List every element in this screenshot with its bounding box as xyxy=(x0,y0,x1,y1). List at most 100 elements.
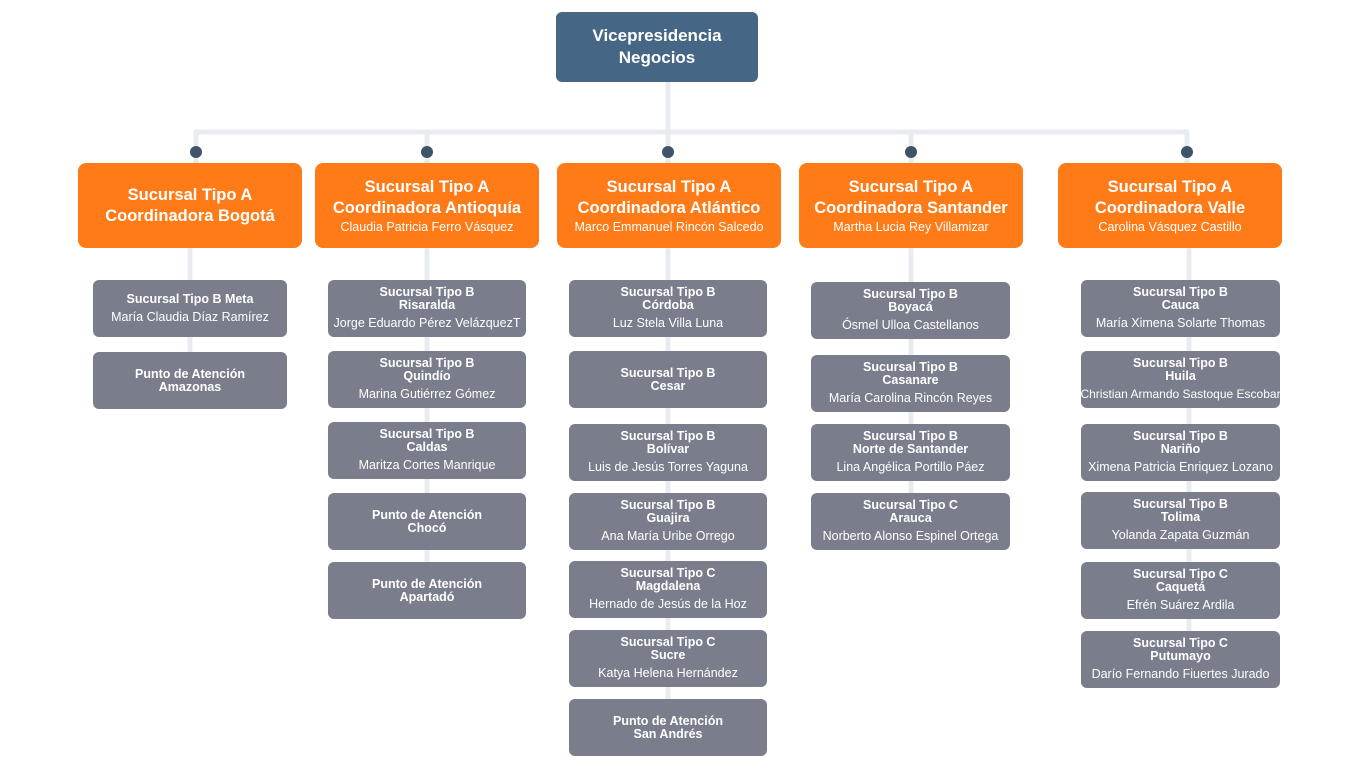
node-person: Marco Emmanuel Rincón Salcedo xyxy=(574,219,764,234)
node-title-line1: Sucursal Tipo B xyxy=(1133,497,1228,511)
node-title-line1: Sucursal Tipo B xyxy=(863,429,958,443)
node-coordinadora-valle: Sucursal Tipo A Coordinadora Valle Carol… xyxy=(1058,163,1282,248)
node-title-line2: Coordinadora Santander xyxy=(814,198,1008,217)
node-person: Christian Armando Sastoque Escobar xyxy=(1080,387,1281,401)
node-coordinadora-antioquia: Sucursal Tipo A Coordinadora Antioquía C… xyxy=(315,163,539,248)
node-branch: Sucursal Tipo B Tolima Yolanda Zapata Gu… xyxy=(1081,492,1280,549)
node-title-line1: Vicepresidencia xyxy=(592,26,722,45)
node-title-line2: Norte de Santander xyxy=(852,442,969,456)
node-branch: Sucursal Tipo B Quindío Marina Gutiérrez… xyxy=(328,351,526,408)
node-title-line2: Putumayo xyxy=(1150,649,1211,663)
node-person: Yolanda Zapata Guzmán xyxy=(1111,528,1250,542)
node-person: Efrén Suárez Ardila xyxy=(1126,598,1235,612)
node-title-line1: Sucursal Tipo A xyxy=(364,177,490,196)
node-branch: Sucursal Tipo B Casanare María Carolina … xyxy=(811,355,1010,412)
node-person: Martha Lucia Rey Villamizar xyxy=(833,219,989,234)
node-person: María Ximena Solarte Thomas xyxy=(1095,316,1266,330)
node-title-line2: Arauca xyxy=(889,511,932,525)
node-coordinadora-santander: Sucursal Tipo A Coordinadora Santander M… xyxy=(799,163,1023,248)
node-title-line2: Apartadó xyxy=(399,589,455,604)
node-title-line1: Sucursal Tipo B xyxy=(1133,356,1228,370)
node-title-line2: Huila xyxy=(1165,369,1196,383)
node-title-line1: Sucursal Tipo B xyxy=(379,427,475,441)
node-title-line1: Sucursal Tipo B xyxy=(1133,429,1228,443)
node-title-line2: San Andrés xyxy=(633,726,703,741)
node-title-line2: Negocios xyxy=(618,48,696,67)
node-title-line1: Sucursal Tipo C xyxy=(620,635,716,649)
node-title-line1: Sucursal Tipo A xyxy=(606,177,732,196)
node-person: María Carolina Rincón Reyes xyxy=(828,391,993,405)
node-branch: Sucursal Tipo B Caldas Maritza Cortes Ma… xyxy=(328,422,526,479)
node-title-line1: Sucursal Tipo B xyxy=(379,285,475,299)
node-title-line1: Sucursal Tipo B xyxy=(379,356,475,370)
node-title-line2: Risaralda xyxy=(398,298,456,312)
node-person: Luz Stela Villa Luna xyxy=(612,316,724,330)
node-person: Lina Angélica Portillo Páez xyxy=(836,460,985,474)
node-title-line2: Boyacá xyxy=(888,300,933,314)
node-title-line1: Sucursal Tipo B xyxy=(620,429,716,443)
node-title-line1: Sucursal Tipo A xyxy=(1107,177,1233,196)
node-branch: Sucursal Tipo B Nariño Ximena Patricia E… xyxy=(1081,424,1280,481)
node-title-line1: Sucursal Tipo C xyxy=(1133,636,1228,650)
node-branch: Sucursal Tipo B Risaralda Jorge Eduardo … xyxy=(328,280,526,337)
node-title-line2: Chocó xyxy=(407,520,447,535)
node-title-line2: Amazonas xyxy=(158,379,222,394)
node-title-line2: Coordinadora Bogotá xyxy=(105,206,275,225)
node-title-line2: Casanare xyxy=(882,373,939,387)
node-person: Maritza Cortes Manrique xyxy=(358,458,496,472)
node-person: Ana María Uribe Orrego xyxy=(601,529,735,543)
node-title-line2: Magdalena xyxy=(635,579,701,593)
node-person: Ósmel Ulloa Castellanos xyxy=(842,318,979,332)
node-title-line1: Sucursal Tipo B xyxy=(620,365,716,380)
node-branch: Sucursal Tipo B Boyacá Ósmel Ulloa Caste… xyxy=(811,282,1010,339)
node-person: Marina Gutiérrez Gómez xyxy=(358,387,496,401)
node-branch: Sucursal Tipo C Caquetá Efrén Suárez Ard… xyxy=(1081,562,1280,619)
node-branch: Sucursal Tipo B Norte de Santander Lina … xyxy=(811,424,1010,481)
node-title-line2: Guajira xyxy=(646,511,690,525)
node-title-line2: Coordinadora Antioquía xyxy=(332,198,522,217)
node-title-line1: Sucursal Tipo A xyxy=(848,177,974,196)
node-branch: Sucursal Tipo B Meta María Claudia Díaz … xyxy=(93,280,287,337)
node-branch: Sucursal Tipo C Arauca Norberto Alonso E… xyxy=(811,493,1010,550)
node-person: Ximena Patricia Enriquez Lozano xyxy=(1088,460,1273,474)
node-person: María Claudia Díaz Ramírez xyxy=(111,309,269,324)
connector-dot xyxy=(190,146,202,158)
node-person: Darío Fernando Fiuertes Jurado xyxy=(1091,667,1270,681)
node-title-line2: Tolima xyxy=(1160,510,1201,524)
node-coordinadora-bogota: Sucursal Tipo A Coordinadora Bogotá xyxy=(78,163,302,248)
node-title-line1: Sucursal Tipo C xyxy=(620,566,716,580)
node-branch: Sucursal Tipo C Magdalena Hernado de Jes… xyxy=(569,561,767,618)
node-title-line2: Nariño xyxy=(1160,442,1201,456)
node-branch: Sucursal Tipo B Bolívar Luis de Jesús To… xyxy=(569,424,767,481)
node-title-line2: Córdoba xyxy=(642,298,694,312)
node-person: Carolina Vásquez Castillo xyxy=(1098,219,1242,234)
node-title-line1: Punto de Atención xyxy=(372,507,482,522)
node-title-line1: Sucursal Tipo B xyxy=(863,360,958,374)
node-title-line1: Sucursal Tipo B xyxy=(620,498,716,512)
node-branch: Sucursal Tipo B Cauca María Ximena Solar… xyxy=(1081,280,1280,337)
node-title-line2: Cauca xyxy=(1161,298,1200,312)
node-branch: Sucursal Tipo B Cesar xyxy=(569,351,767,408)
node-title-line1: Sucursal Tipo C xyxy=(863,498,958,512)
node-branch: Sucursal Tipo C Putumayo Darío Fernando … xyxy=(1081,631,1280,688)
node-title-line1: Punto de Atención xyxy=(135,366,245,381)
node-title-line1: Sucursal Tipo B xyxy=(1133,285,1228,299)
node-person: Norberto Alonso Espinel Ortega xyxy=(822,529,999,543)
node-title-line1: Sucursal Tipo C xyxy=(1133,567,1228,581)
node-person: Hernado de Jesús de la Hoz xyxy=(589,597,747,611)
node-title-line2: Caldas xyxy=(406,440,448,454)
node-title-line2: Caquetá xyxy=(1155,580,1206,594)
node-branch: Sucursal Tipo B Córdoba Luz Stela Villa … xyxy=(569,280,767,337)
node-branch: Sucursal Tipo B Huila Christian Armando … xyxy=(1080,351,1281,408)
connector-dot xyxy=(1181,146,1193,158)
node-coordinadora-atlantico: Sucursal Tipo A Coordinadora Atlántico M… xyxy=(557,163,781,248)
node-branch: Sucursal Tipo C Sucre Katya Helena Herná… xyxy=(569,630,767,687)
node-branch: Punto de Atención Chocó xyxy=(328,493,526,550)
node-title-line2: Bolívar xyxy=(646,442,690,456)
node-title-line2: Cesar xyxy=(650,378,686,393)
node-title-line1: Sucursal Tipo B xyxy=(863,287,958,301)
node-title-line2: Sucre xyxy=(650,648,686,662)
node-vicepresidencia-negocios: Vicepresidencia Negocios xyxy=(556,12,758,82)
node-title-line2: Quindío xyxy=(403,369,451,383)
node-branch: Punto de Atención Apartadó xyxy=(328,562,526,619)
